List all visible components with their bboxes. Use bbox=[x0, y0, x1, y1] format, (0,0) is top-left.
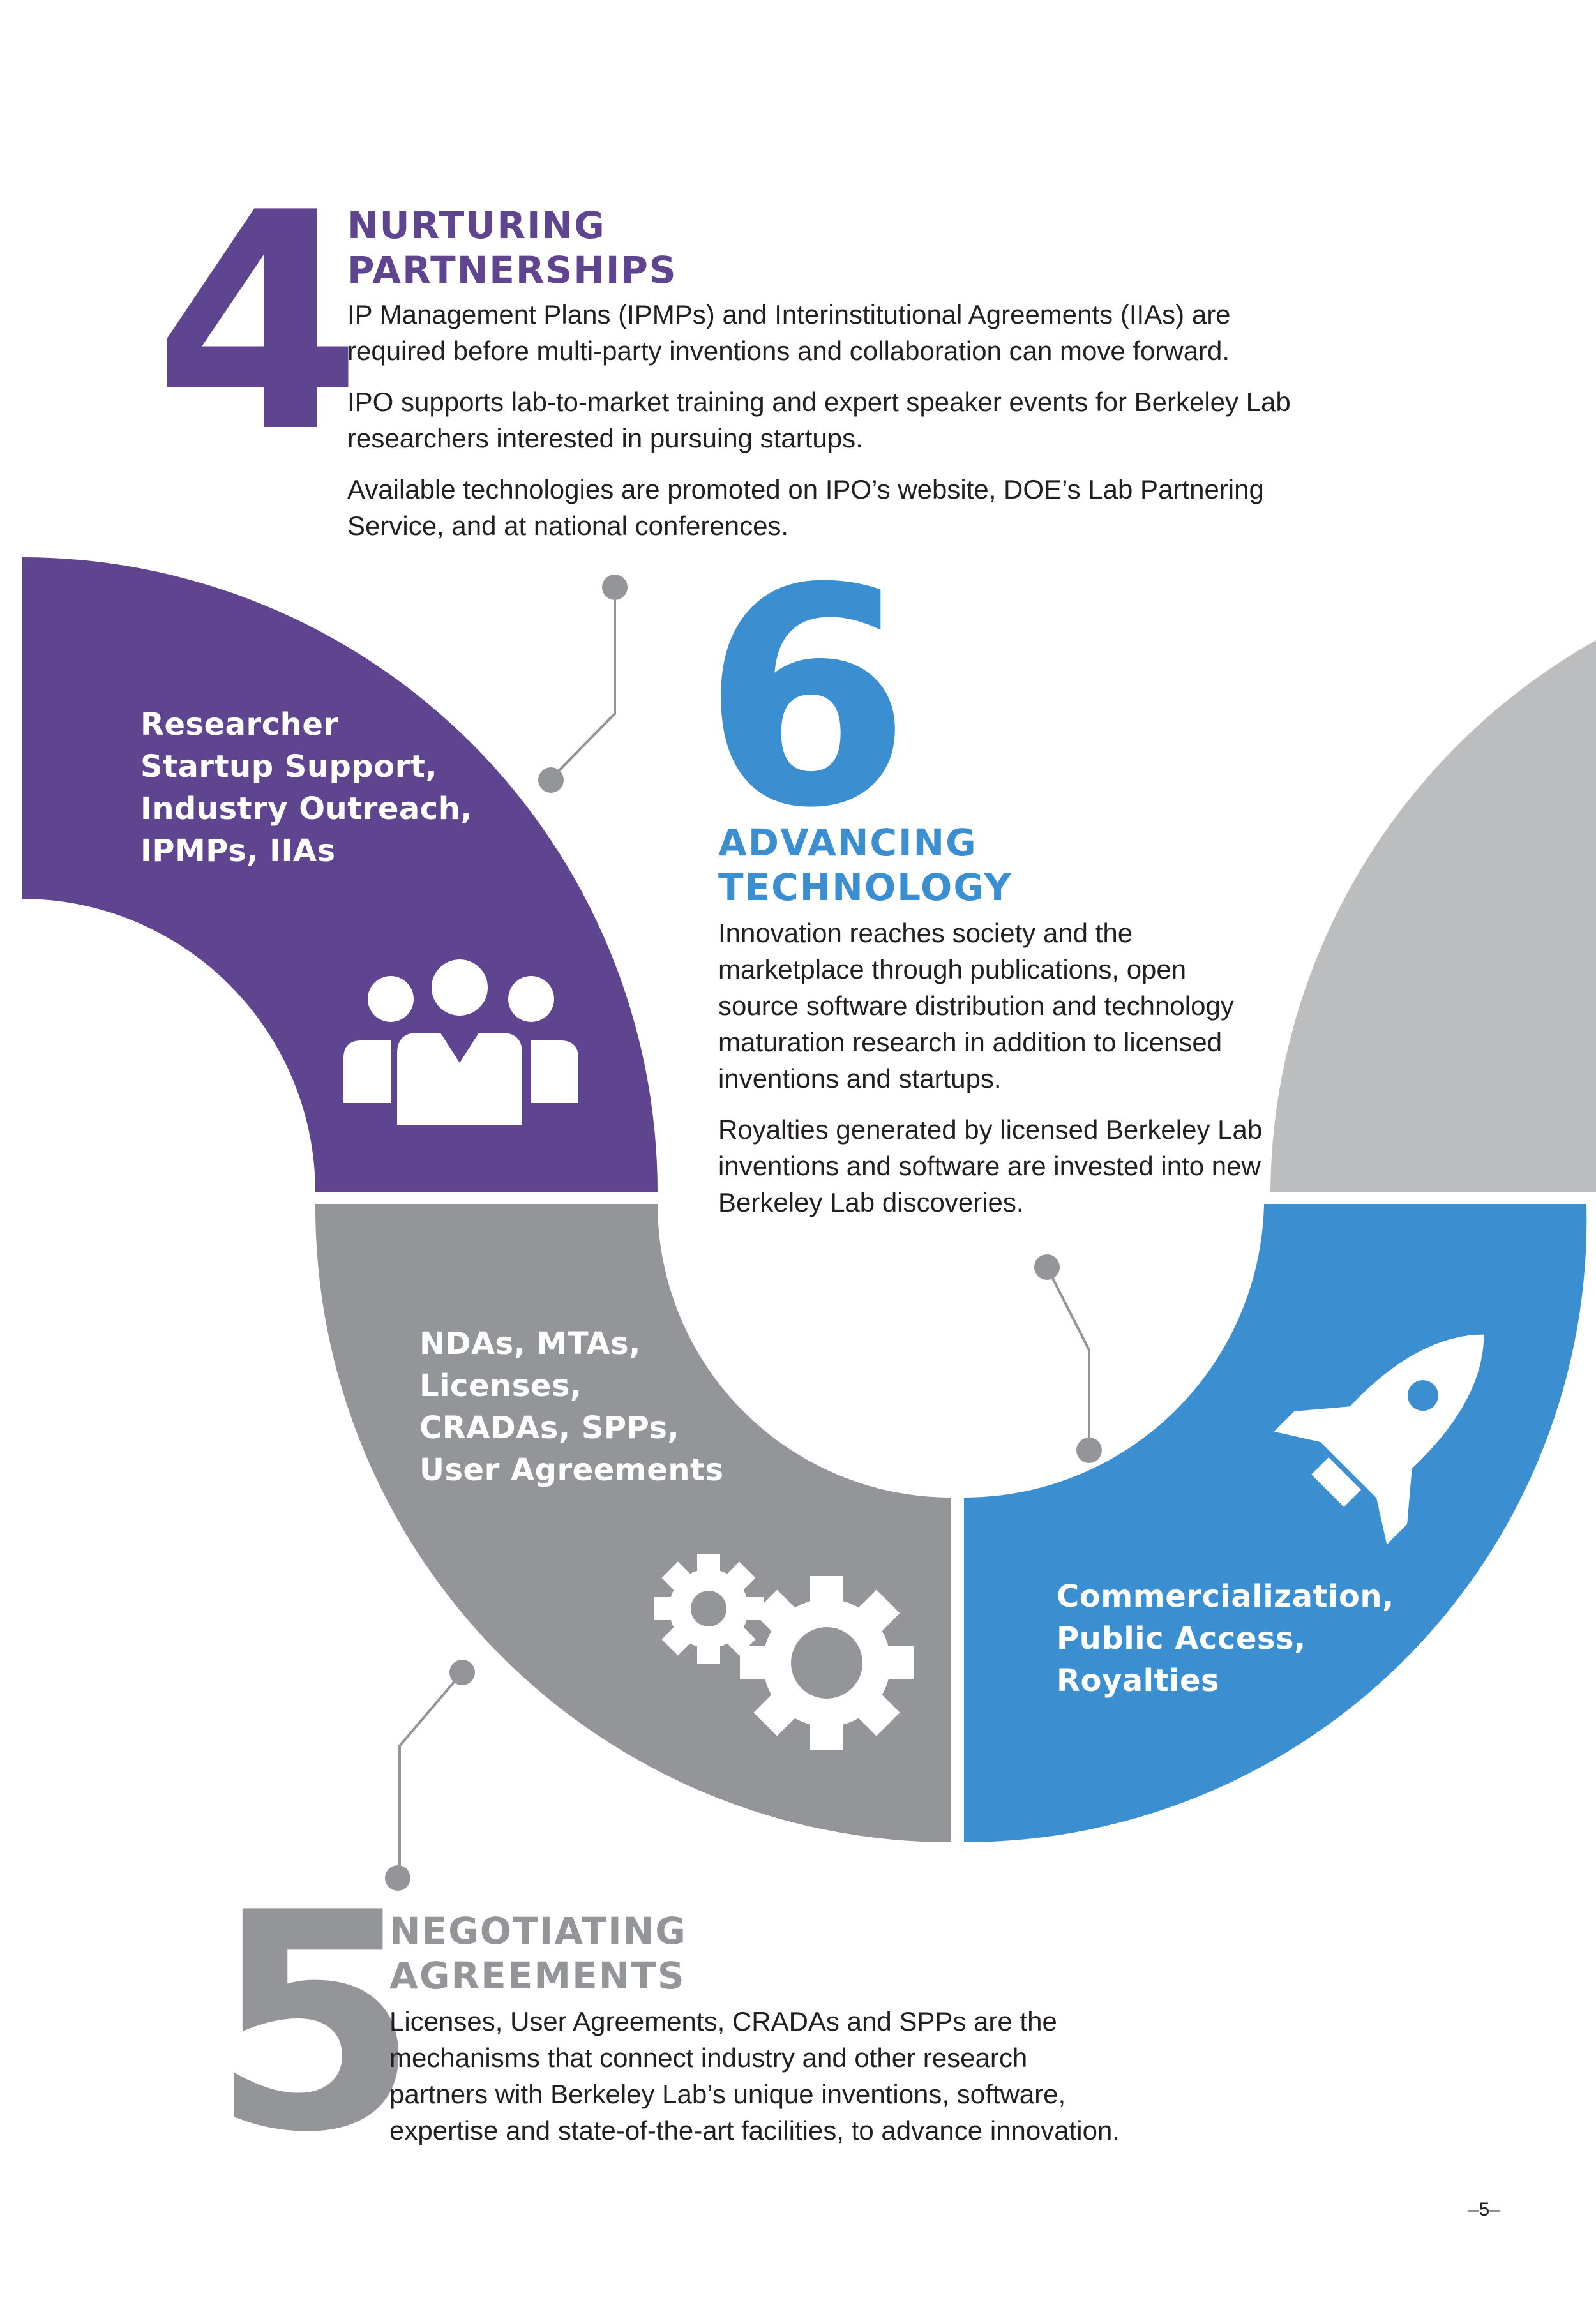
segment-purple-label: Researcher Startup Support, Industry Out… bbox=[140, 703, 498, 872]
connector-dot bbox=[1076, 1438, 1102, 1463]
segment-label-line: IPMPs, IIAs bbox=[140, 833, 336, 869]
advancing-paragraph: Innovation reaches society and the marke… bbox=[718, 918, 1234, 1093]
nurturing-paragraph: Available technologies are promoted on I… bbox=[347, 474, 1264, 541]
section-number-5: 5 bbox=[211, 1849, 420, 2198]
negotiating-title-line1: NEGOTIATING bbox=[389, 1909, 687, 1953]
segment-blue bbox=[964, 1204, 1587, 1842]
advancing-title-line2: TECHNOLOGY bbox=[718, 866, 1013, 909]
connector-advancing bbox=[1046, 1266, 1090, 1449]
segment-blue-label: Commercialization, Public Access, Royalt… bbox=[1057, 1575, 1503, 1702]
section-number-6: 6 bbox=[702, 524, 912, 873]
segment-label-line: Researcher bbox=[140, 707, 339, 742]
advancing-title-line1: ADVANCING bbox=[718, 821, 977, 864]
connector-dot bbox=[1034, 1254, 1060, 1280]
connector-negotiating bbox=[398, 1671, 463, 1877]
gears-icon bbox=[654, 1554, 914, 1750]
segment-label-line: Startup Support, bbox=[140, 749, 438, 785]
nurturing-paragraph: IPO supports lab-to-market training and … bbox=[347, 387, 1291, 453]
segment-gray-label: NDAs, MTAs, Licenses, CRADAs, SPPs, User… bbox=[419, 1323, 815, 1491]
connector-dot bbox=[385, 1865, 410, 1891]
nurturing-title-line2: PARTNERSHIPS bbox=[347, 248, 677, 292]
segment-label-line: CRADAs, SPPs, bbox=[419, 1410, 680, 1446]
segment-light-gray bbox=[1270, 640, 1596, 1192]
nurturing-paragraph: IP Management Plans (IPMPs) and Interins… bbox=[347, 299, 1231, 366]
nurturing-title-line1: NURTURING bbox=[347, 204, 606, 247]
segment-label-line: Commercialization, bbox=[1057, 1579, 1394, 1614]
segment-gray bbox=[315, 1204, 951, 1843]
segment-label-line: Industry Outreach, bbox=[140, 791, 473, 827]
connector-dot bbox=[538, 767, 564, 793]
segment-label-line: Licenses, bbox=[419, 1368, 582, 1404]
negotiating-title-line2: AGREEMENTS bbox=[389, 1954, 686, 1997]
rocket-icon bbox=[1274, 1334, 1484, 1545]
connector-dot bbox=[449, 1660, 475, 1685]
connector-nurturing bbox=[550, 587, 616, 780]
people-group-icon bbox=[343, 959, 578, 1125]
segment-label-line: Royalties bbox=[1057, 1663, 1220, 1699]
section-number-4: 4 bbox=[153, 149, 362, 498]
page-number: –5– bbox=[1468, 2199, 1501, 2220]
advancing-paragraph: Royalties generated by licensed Berkeley… bbox=[718, 1115, 1263, 1217]
segment-label-line: NDAs, MTAs, bbox=[419, 1326, 641, 1362]
negotiating-paragraph: Licenses, User Agreements, CRADAs and SP… bbox=[389, 2006, 1120, 2145]
segment-label-line: User Agreements bbox=[419, 1452, 724, 1488]
segment-label-line: Public Access, bbox=[1057, 1621, 1306, 1656]
advancing-section: ADVANCING TECHNOLOGY Innovation reaches … bbox=[718, 820, 1267, 1235]
negotiating-section: NEGOTIATING AGREEMENTS Licenses, User Ag… bbox=[389, 1909, 1194, 2163]
connector-dot bbox=[602, 575, 628, 600]
nurturing-section: NURTURING PARTNERSHIPS IP Management Pla… bbox=[347, 203, 1305, 559]
